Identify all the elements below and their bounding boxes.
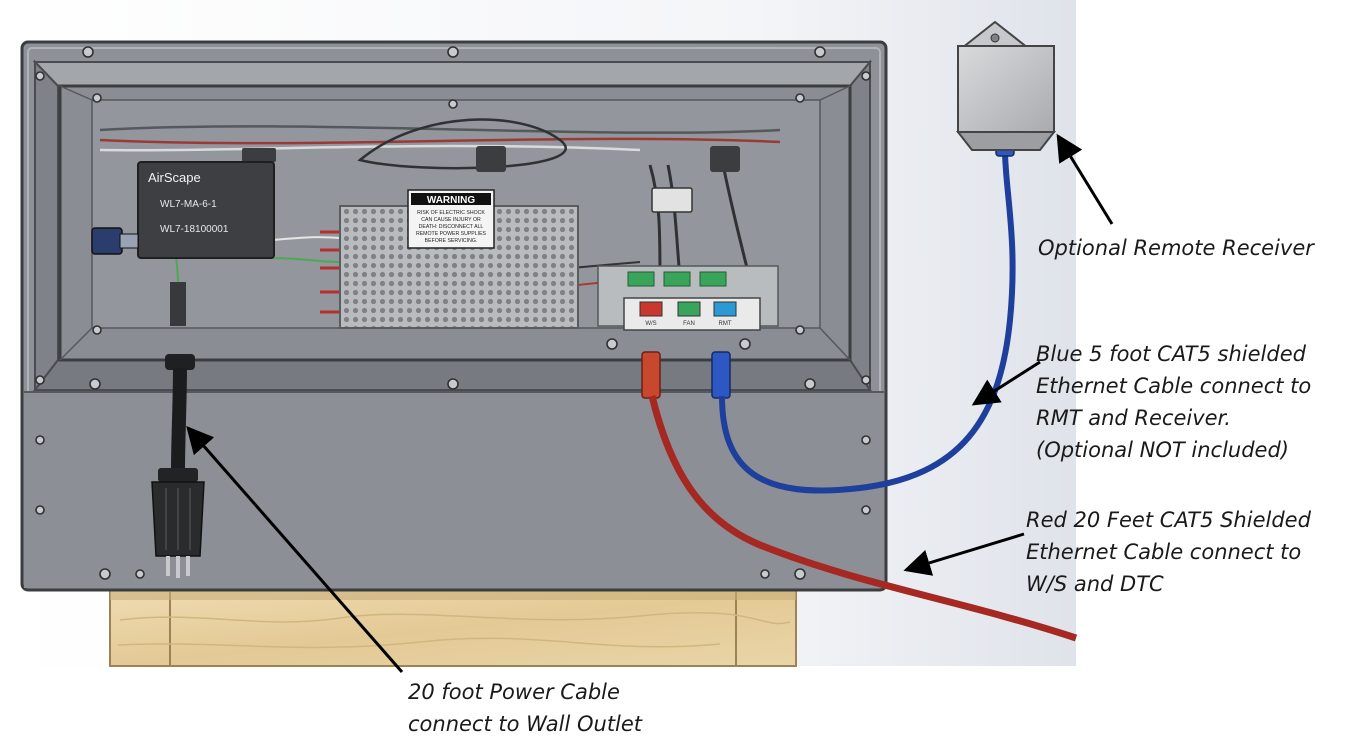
callout-remote-receiver: Optional Remote Receiver: [1038, 232, 1314, 264]
warning-line-2: CAN CAUSE INJURY OR: [421, 217, 481, 223]
panel-screws: [35, 46, 871, 580]
callout-blue-line-2: Ethernet Cable connect to: [1036, 374, 1312, 398]
cable-clips: [242, 146, 740, 213]
warning-label: WARNING RISK OF ELECTRIC SHOCK CAN CAUSE…: [407, 189, 495, 249]
arrow-receiver: [1056, 133, 1114, 225]
warning-line-4: REMOTE POWER SUPPLIES: [416, 231, 487, 237]
wooden-stand: [109, 589, 797, 667]
callout-power-line-1: 20 foot Power Cable: [408, 680, 620, 704]
terminal-board: W/S FAN RMT: [597, 265, 779, 331]
remote-receiver: [955, 20, 1057, 151]
red-ethernet-cable: [641, 351, 1078, 642]
arrow-red-cable: [903, 532, 1025, 576]
callout-blue-line-4: (Optional NOT included): [1036, 438, 1290, 462]
warning-line-1: RISK OF ELECTRIC SHOCK: [417, 210, 485, 216]
warning-title: WARNING: [427, 195, 476, 206]
arrow-power-cable: [186, 425, 404, 673]
callout-blue-line-3: RMT and Receiver.: [1036, 406, 1231, 430]
callout-power-cable: 20 foot Power Cable connect to Wall Outl…: [408, 676, 642, 740]
callout-red-line-2: Ethernet Cable connect to: [1026, 540, 1302, 564]
callout-red-cable: Red 20 Feet CAT5 Shielded Ethernet Cable…: [1026, 504, 1311, 600]
arrow-blue-cable: [971, 360, 1041, 406]
callout-blue-line-1: Blue 5 foot CAT5 shielded: [1036, 342, 1306, 366]
callout-arrows: [186, 133, 1114, 673]
airscape-controller: AirScape WL7-MA-6-1 WL7-18100001: [91, 161, 275, 326]
callout-red-line-1: Red 20 Feet CAT5 Shielded: [1026, 508, 1311, 532]
port-ws-label: W/S: [645, 321, 656, 327]
callout-power-line-2: connect to Wall Outlet: [408, 712, 643, 736]
warning-line-3: DEATH: DISCONNECT ALL: [419, 224, 484, 230]
controller-model-2: WL7-18100001: [160, 224, 229, 235]
callout-blue-cable: Blue 5 foot CAT5 shielded Ethernet Cable…: [1036, 338, 1311, 466]
port-fan-label: FAN: [683, 321, 695, 327]
callout-red-line-3: W/S and DTC: [1026, 572, 1164, 596]
port-rmt-label: RMT: [719, 321, 732, 327]
controller-brand: AirScape: [148, 170, 201, 185]
callout-receiver-line-1: Optional Remote Receiver: [1038, 236, 1314, 260]
warning-line-5: BEFORE SERVICING.: [425, 238, 478, 244]
internal-wiring: [99, 118, 781, 314]
power-cable: [151, 354, 205, 578]
controller-model-1: WL7-MA-6-1: [160, 199, 217, 210]
